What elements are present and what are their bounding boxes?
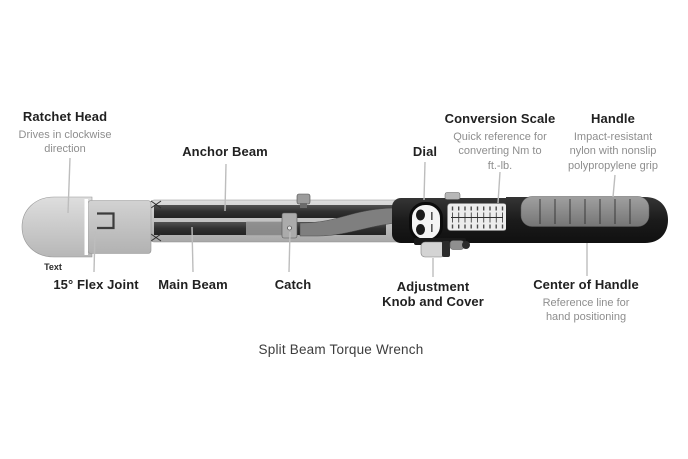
ratchet-head-title: Ratchet Head — [22, 109, 108, 124]
callout-flex-joint: 15° Flex Joint — [36, 277, 156, 293]
center-of-handle-title: Center of Handle — [533, 277, 639, 292]
leader-dial — [423, 161, 426, 201]
leader-ratchet-head — [67, 157, 71, 214]
main-beam-title: Main Beam — [158, 277, 228, 292]
callout-handle: Handle Impact-resistant nylon with nonsl… — [553, 111, 673, 173]
flex-joint-title: 15° Flex Joint — [53, 277, 139, 292]
flex-joint-graphic — [84, 199, 152, 255]
callout-adjustment-knob: Adjustment Knob and Cover — [379, 279, 487, 310]
ratchet-head-graphic — [21, 196, 93, 258]
dial-graphic — [409, 202, 443, 242]
leader-anchor-beam — [224, 163, 227, 212]
leader-lines — [67, 157, 616, 277]
figure-caption: Split Beam Torque Wrench — [258, 342, 424, 357]
adjustment-knob-graphic — [414, 238, 470, 258]
adjustment-knob-title: Adjustment Knob and Cover — [382, 279, 484, 309]
callout-main-beam: Main Beam — [133, 277, 253, 293]
callout-conversion-scale: Conversion Scale Quick reference for con… — [444, 111, 556, 173]
leader-main-beam — [191, 226, 194, 273]
leader-handle — [612, 174, 616, 198]
center-of-handle-description: Reference line for hand positioning — [542, 296, 630, 324]
leader-flex-joint — [93, 230, 96, 273]
frame-clip-marks — [150, 200, 162, 242]
conversion-scale-title: Conversion Scale — [444, 111, 556, 126]
leader-catch — [288, 231, 291, 273]
catch-title: Catch — [274, 277, 312, 292]
main-beam-inset — [246, 221, 284, 236]
callout-catch: Catch — [253, 277, 333, 293]
ratchet-head-description: Drives in clockwise direction — [18, 128, 112, 156]
conversion-scale-graphic — [447, 203, 507, 231]
leader-conversion-scale — [497, 171, 501, 204]
conversion-scale-description: Quick reference for converting Nm to ft.… — [453, 130, 547, 172]
dial-title: Dial — [412, 144, 438, 159]
callout-anchor-beam: Anchor Beam — [165, 144, 285, 160]
handle-title: Handle — [591, 111, 635, 126]
handle-description: Impact-resistant nylon with nonslip poly… — [568, 130, 658, 172]
callout-ratchet-head: Ratchet Head Drives in clockwise directi… — [6, 109, 124, 157]
callout-dial: Dial — [387, 144, 463, 160]
anchor-beam-graphic — [154, 205, 406, 218]
callout-center-of-handle: Center of Handle Reference line for hand… — [526, 277, 646, 325]
text-note: Text — [44, 262, 62, 272]
catch-graphic — [281, 193, 311, 239]
anchor-beam-title: Anchor Beam — [182, 144, 268, 159]
handle-graphic — [506, 196, 668, 243]
body-top-tab — [444, 192, 461, 200]
